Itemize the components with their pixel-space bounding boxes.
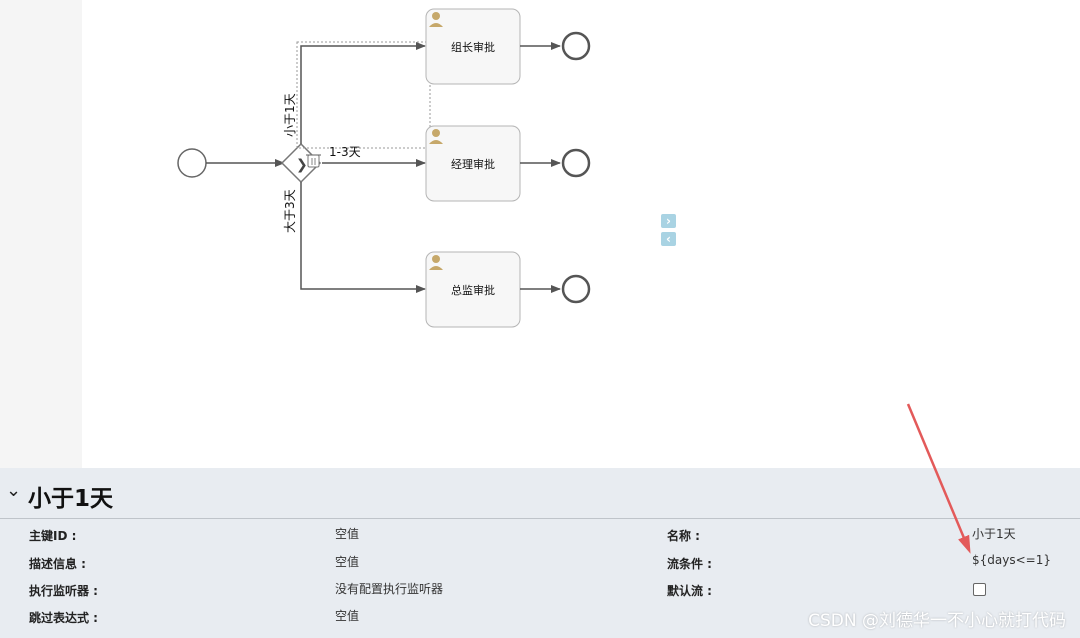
svg-text:❯: ❯ [296, 157, 308, 173]
end-event[interactable] [561, 148, 591, 178]
prop-label-id: 主键ID : [29, 529, 77, 543]
end-event[interactable] [561, 274, 591, 304]
task-label: 经理审批 [451, 157, 495, 171]
canvas-left-gutter [0, 0, 82, 468]
task-label: 组长审批 [451, 40, 495, 54]
bpmn-canvas[interactable]: ❯ 小于1天 1-3天 大于3天 组长审批 经理审批 [0, 0, 1080, 468]
trash-icon[interactable] [306, 154, 321, 168]
start-event[interactable] [177, 148, 207, 178]
panel-toggle-controls: › ‹ [661, 214, 679, 250]
prop-value-skip-expression[interactable]: 空值 [335, 609, 360, 623]
prop-value-id[interactable]: 空值 [335, 527, 360, 541]
flow-label-1-3: 1-3天 [329, 145, 361, 159]
prop-label-skip-expression: 跳过表达式 : [29, 611, 98, 625]
sequence-flow-less-than-1[interactable] [300, 42, 426, 144]
sequence-flow-more-than-3[interactable] [300, 182, 426, 293]
prop-label-default-flow: 默认流 : [667, 584, 712, 598]
user-icon [429, 129, 443, 144]
flow-label-more-than-3: 大于3天 [283, 189, 297, 233]
prop-value-name[interactable]: 小于1天 [972, 527, 1016, 541]
user-task-director[interactable]: 总监审批 [425, 251, 521, 328]
user-icon [429, 255, 443, 270]
default-flow-checkbox[interactable] [973, 583, 986, 596]
end-event[interactable] [561, 31, 591, 61]
user-task-team-lead[interactable]: 组长审批 [425, 8, 521, 85]
chevron-left-icon[interactable]: ‹ [661, 232, 676, 246]
properties-header[interactable]: ⌄ 小于1天 [0, 468, 1080, 519]
prop-label-flow-condition: 流条件 : [667, 557, 712, 571]
prop-value-description[interactable]: 空值 [335, 555, 360, 569]
user-icon [429, 12, 443, 27]
prop-value-flow-condition[interactable]: ${days<=1} [972, 553, 1051, 567]
selection-box [296, 41, 431, 149]
watermark: CSDN @刘德华一不小心就打代码 [808, 611, 1066, 631]
prop-label-name: 名称 : [667, 529, 700, 543]
chevron-down-icon[interactable]: ⌄ [6, 480, 22, 501]
properties-title: 小于1天 [28, 486, 114, 512]
prop-label-description: 描述信息 : [29, 557, 86, 571]
flow-label-less-than-1: 小于1天 [283, 93, 297, 137]
chevron-right-icon[interactable]: › [661, 214, 676, 228]
user-task-manager[interactable]: 经理审批 [425, 125, 521, 202]
properties-panel: ⌄ 小于1天 主键ID : 空值 描述信息 : 空值 执行监听器 : 没有配置执… [0, 468, 1080, 638]
task-label: 总监审批 [451, 283, 495, 297]
prop-label-execution-listeners: 执行监听器 : [29, 584, 98, 598]
prop-value-execution-listeners[interactable]: 没有配置执行监听器 [335, 582, 444, 596]
